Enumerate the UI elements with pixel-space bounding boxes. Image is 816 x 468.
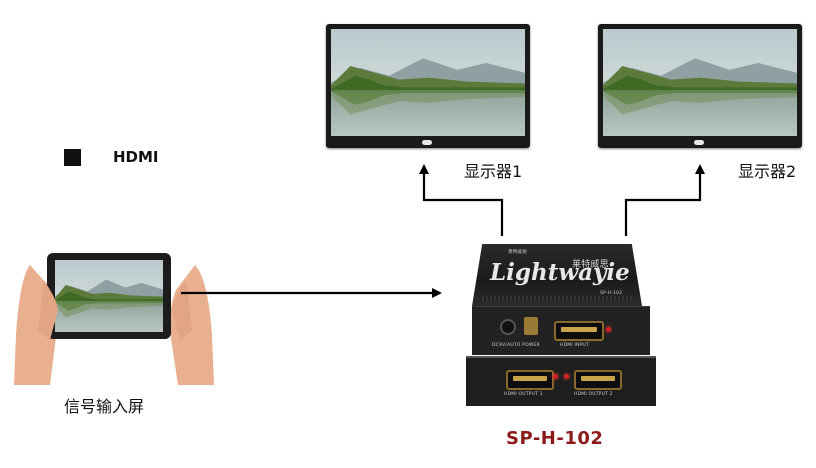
hdmi-legend-label: HDMI bbox=[113, 148, 159, 166]
device-brand-cn: 莱特威思 bbox=[572, 260, 609, 270]
hdmi-input-port bbox=[554, 321, 604, 341]
monitor-2-power-led bbox=[694, 140, 704, 145]
monitor-2-screen bbox=[603, 29, 797, 136]
output-2-led bbox=[564, 374, 569, 379]
output-1-led bbox=[553, 374, 558, 379]
splitter-input-panel: DC9V/AUTO POWER HDMI INPUT bbox=[472, 306, 650, 355]
monitor-2 bbox=[598, 24, 802, 148]
splitter-output-panel: HDMI OUTPUT 1 HDMI OUTPUT 2 bbox=[466, 356, 656, 406]
monitor-2-label: 显示器2 bbox=[738, 162, 797, 181]
hdmi-input-label: HDMI INPUT bbox=[560, 343, 589, 348]
hdmi-output-2-port bbox=[574, 370, 622, 390]
hdmi-output-1-label: HDMI OUTPUT 1 bbox=[504, 392, 543, 397]
tablet bbox=[47, 253, 171, 339]
monitor-1 bbox=[326, 24, 530, 148]
device-brand: Lightwayie bbox=[490, 259, 630, 286]
monitor-1-power-led bbox=[422, 140, 432, 145]
device-model-small: SP-H-102 bbox=[600, 291, 623, 296]
device-brand-small: 莱特威视 bbox=[508, 250, 527, 255]
thumbs-illustration bbox=[38, 280, 192, 340]
source-label: 信号输入屏 bbox=[64, 397, 145, 416]
dc-power-jack bbox=[500, 319, 516, 335]
arrow-device-to-monitor-2 bbox=[624, 164, 705, 236]
hdmi-legend-swatch bbox=[64, 149, 81, 166]
monitor-1-screen bbox=[331, 29, 525, 136]
arrow-device-to-monitor-1 bbox=[419, 164, 504, 236]
input-led bbox=[606, 327, 611, 332]
vent-grille bbox=[482, 296, 632, 302]
dc-power-label: DC9V/AUTO POWER bbox=[492, 343, 540, 348]
splitter-top: 莱特威视 Lightwayie 莱特威思 SP-H-102 bbox=[472, 244, 642, 306]
monitor-1-label: 显示器1 bbox=[464, 162, 523, 181]
power-switch bbox=[524, 317, 538, 335]
hdmi-output-2-label: HDMI OUTPUT 2 bbox=[574, 392, 613, 397]
model-label: SP-H-102 bbox=[506, 428, 604, 449]
hdmi-output-1-port bbox=[506, 370, 554, 390]
